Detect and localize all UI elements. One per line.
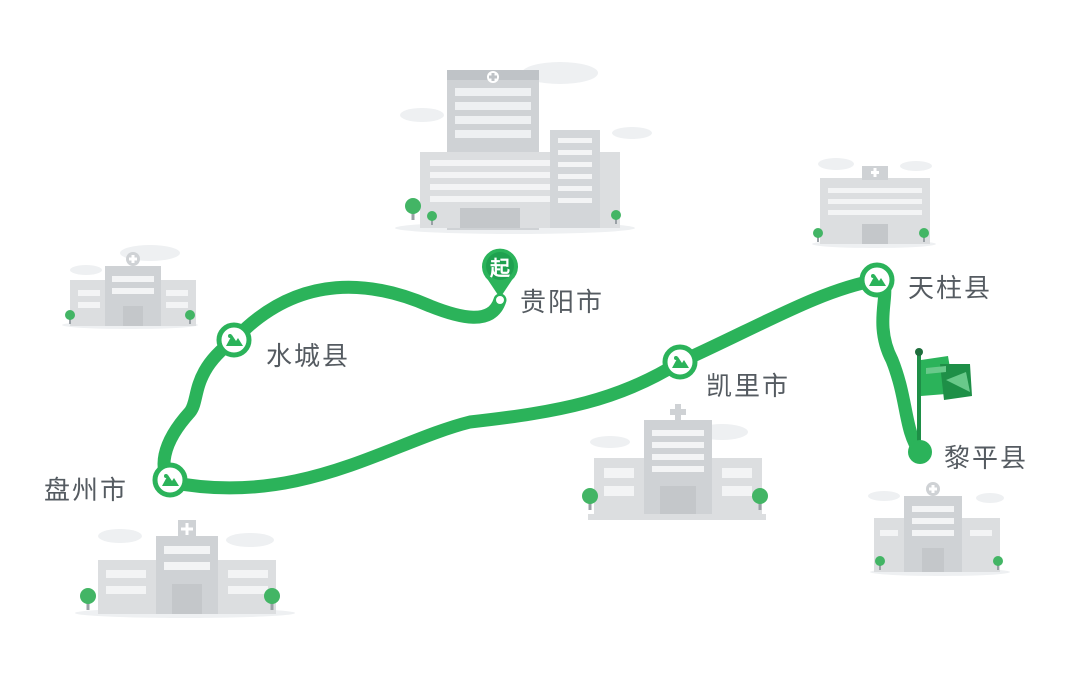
city-label-tianzhu: 天柱县 [908,274,993,304]
mountain-marker-icon[interactable] [152,462,188,498]
end-point-dot[interactable] [908,440,932,464]
hospital-building-icon [582,404,768,520]
start-badge-text: 起 [490,256,510,280]
hospital-building-icon [868,482,1010,576]
city-label-liping: 黎平县 [944,444,1029,474]
mountain-marker-icon[interactable] [662,344,698,380]
hospital-building-icon [395,62,652,234]
city-label-kaili: 凯里市 [706,372,791,402]
hospital-building-icon [75,520,295,618]
city-label-shuicheng: 水城县 [266,342,351,372]
hospital-building-icon [812,158,936,248]
hospital-building-icon [62,245,198,329]
city-label-guiyang: 贵阳市 [520,288,605,318]
mountain-marker-icon[interactable] [216,322,252,358]
mountain-marker-icon[interactable] [859,262,895,298]
finish-flag-icon[interactable] [915,348,972,452]
start-pin-icon[interactable] [482,248,518,306]
city-label-panzhou: 盘州市 [44,476,129,506]
